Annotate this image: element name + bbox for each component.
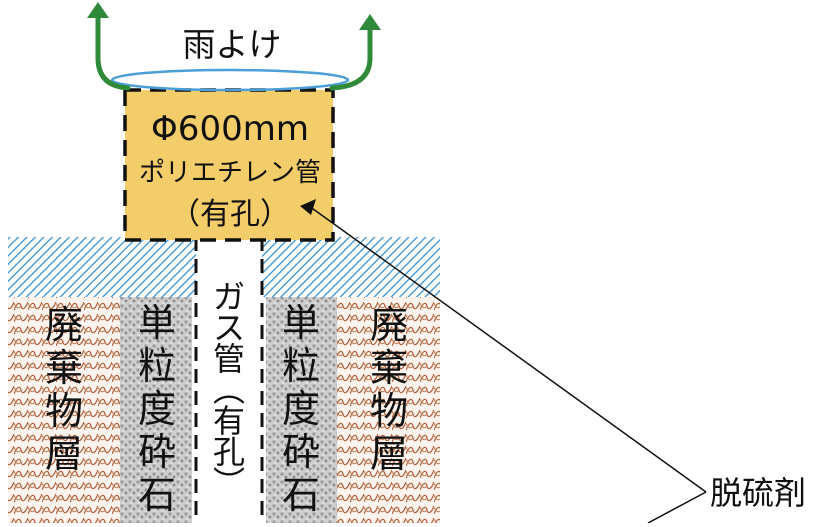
pipe-material-label: ポリエチレン管	[139, 158, 321, 188]
pipe-diameter-label: Φ600mm	[151, 109, 309, 149]
gravel-right-char: 度	[282, 387, 320, 431]
waste-left-char: 廃	[45, 303, 83, 347]
waste-right-char: 廃	[370, 303, 408, 347]
gravel-left-char: 度	[138, 387, 176, 431]
gas-pipe-char: ︶	[213, 464, 245, 502]
pipe-note-label: （有孔）	[170, 197, 290, 232]
waste-layer-left	[8, 297, 120, 523]
waste-left-char: 層	[45, 432, 83, 476]
gravel-left-char: 粒	[138, 344, 176, 388]
waste-right-char: 物	[370, 389, 408, 433]
gas-pipe-char: ︵	[213, 371, 245, 409]
gas-pipe-char: ス	[213, 309, 245, 347]
vent-arrow-right-head	[359, 14, 381, 30]
gravel-left-char: 砕	[138, 430, 176, 474]
waste-left-char: 棄	[45, 346, 83, 390]
gas-pipe-char: ガ	[213, 278, 245, 316]
gravel-column-right	[266, 297, 337, 523]
rain-cover-lid	[110, 68, 350, 92]
gas-pipe-char: 孔	[213, 433, 245, 471]
desulfurizer-leader-lower	[647, 491, 707, 524]
gravel-column-left	[120, 297, 192, 523]
gravel-left-char: 単	[138, 301, 176, 345]
vent-arrow-left	[95, 13, 131, 91]
polyethylene-pipe-body	[125, 90, 333, 240]
waste-right-char: 層	[370, 432, 408, 476]
waste-right-char: 棄	[370, 346, 408, 390]
gravel-right-char: 砕	[282, 430, 320, 474]
waste-left-char: 物	[45, 389, 83, 433]
waste-layer-right	[337, 297, 440, 523]
vent-arrow-left-head	[87, 2, 109, 18]
gas-pipe-char: 管	[213, 340, 245, 378]
desulfurizer-leader-upper	[308, 205, 707, 493]
gas-pipe	[196, 237, 262, 523]
desulfurizer-leader-arrowhead	[300, 199, 316, 215]
gravel-left-char: 石	[138, 473, 176, 517]
desulfurizer-label: 脱硫剤	[710, 474, 806, 512]
rain-cover-label: 雨よけ	[183, 25, 282, 64]
vent-arrow-right	[329, 25, 373, 91]
gravel-right-char: 粒	[282, 344, 320, 388]
gravel-right-char: 石	[282, 473, 320, 517]
gas-pipe-label: ガス管︵有孔︶	[213, 278, 245, 502]
gravel-right-char: 単	[282, 301, 320, 345]
gas-pipe-char: 有	[213, 402, 245, 440]
